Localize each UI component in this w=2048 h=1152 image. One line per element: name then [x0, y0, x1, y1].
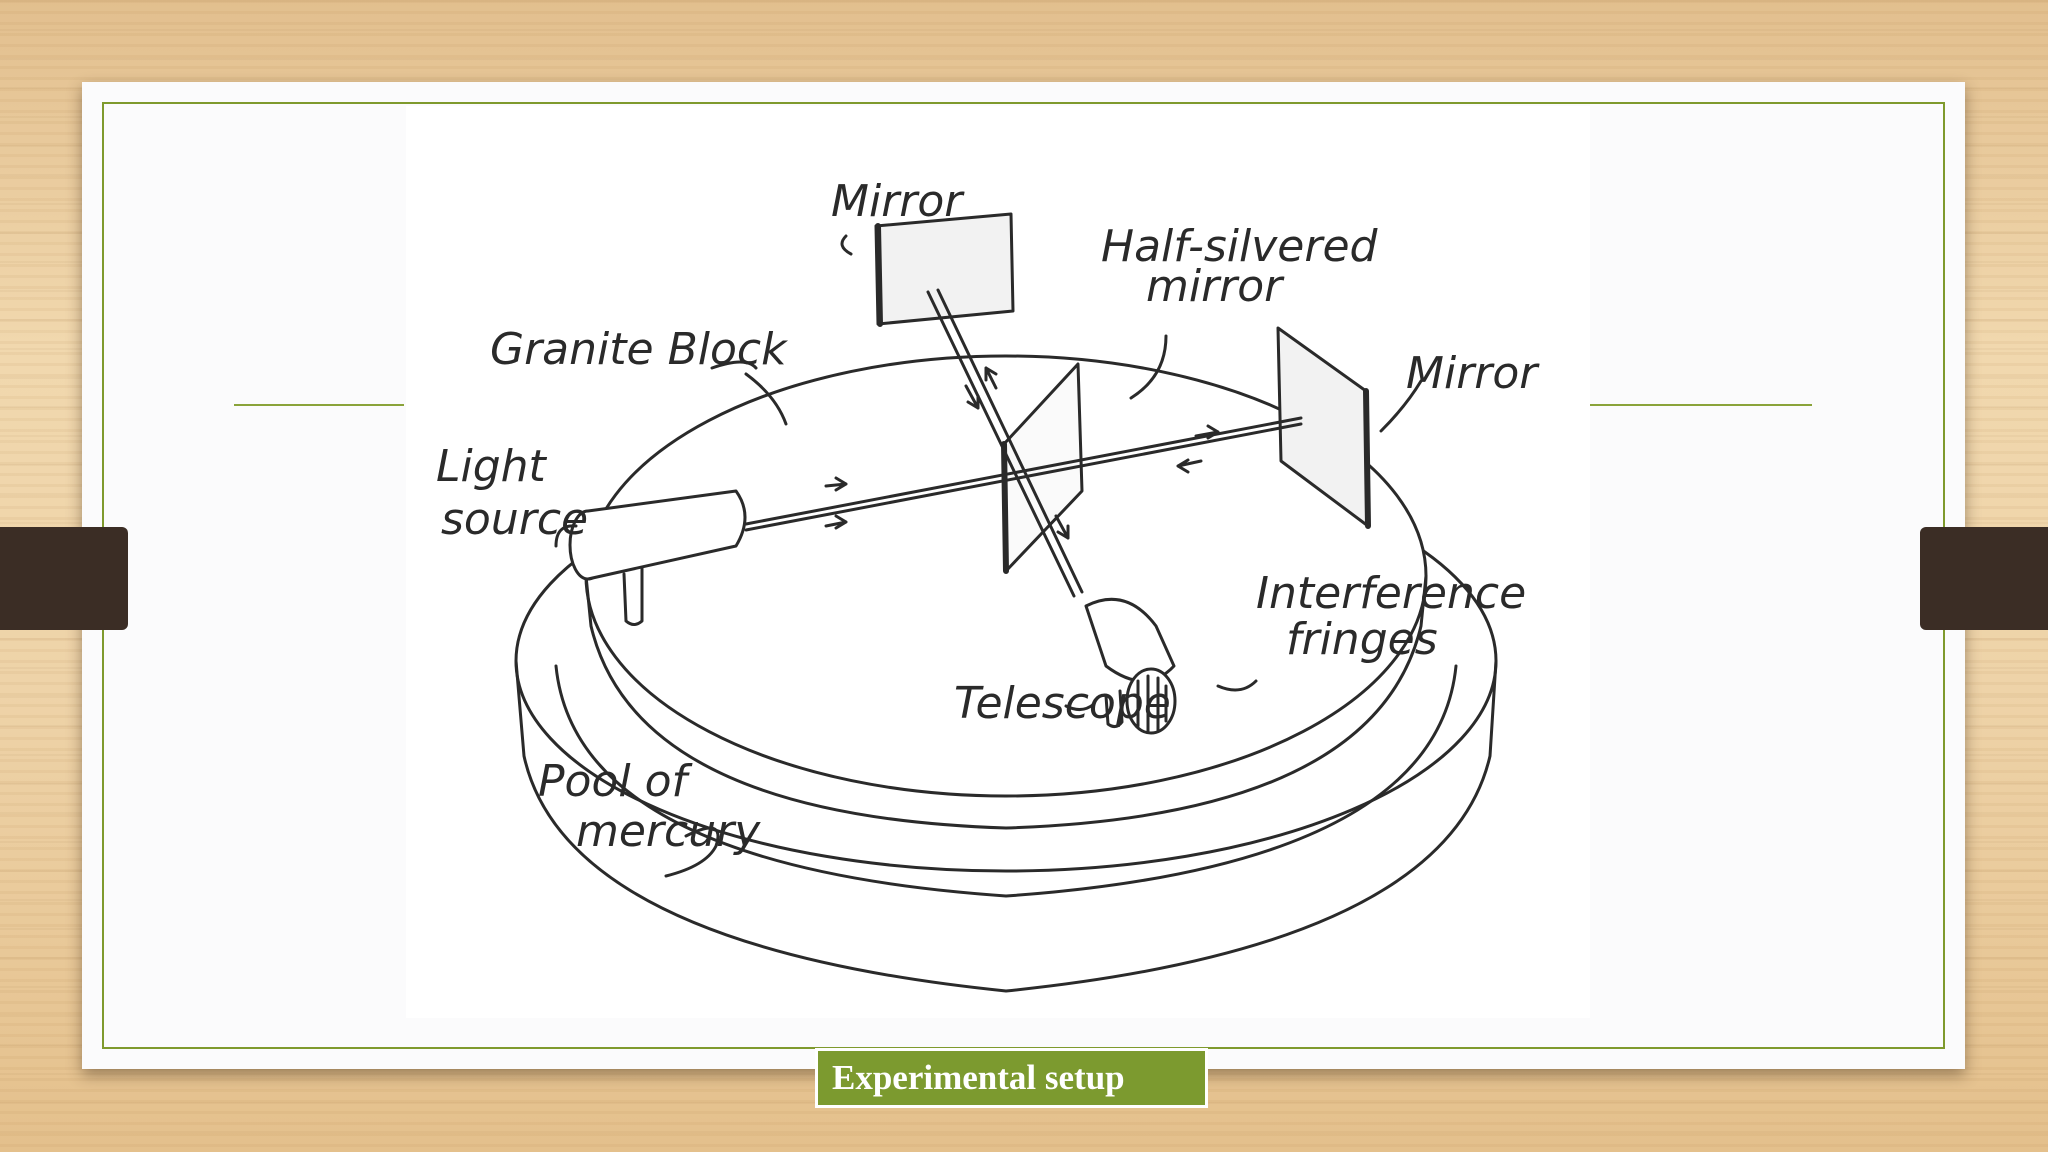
label-mercury: mercury: [576, 806, 761, 857]
caption-box: Experimental setup: [815, 1048, 1208, 1108]
vertical-beam: [926, 290, 1076, 598]
beam-arrow-3: [1194, 424, 1220, 440]
beam-arrow-4: [1176, 458, 1203, 474]
caption-text: Experimental setup: [832, 1058, 1125, 1097]
title-rule-right: [1590, 404, 1812, 406]
beam-arrow-2: [824, 514, 848, 530]
label-light: Light: [436, 441, 548, 492]
granite-block-side: [584, 574, 1428, 830]
leader-light-source: [554, 524, 578, 548]
top-mirror: [874, 212, 1015, 326]
michelson-interferometer-diagram: Mirror Half-silvered mirror Granite Bloc…: [406, 106, 1590, 1018]
label-fringes: fringes: [1286, 614, 1438, 665]
beam-arrow-1: [824, 476, 848, 492]
leader-pool: [664, 826, 720, 878]
right-decorative-tab: [1920, 527, 2048, 630]
label-granite-block: Granite Block: [490, 324, 788, 375]
title-rule-left: [234, 404, 404, 406]
label-interference: Interference: [1256, 568, 1526, 619]
beam-arrow-5: [964, 384, 980, 410]
label-half-silvered-2: mirror: [1146, 261, 1285, 312]
light-source-body: [586, 489, 747, 581]
beam-arrow-7: [1054, 514, 1070, 540]
label-telescope: Telescope: [954, 678, 1171, 729]
label-mirror-top: Mirror: [831, 176, 965, 227]
leader-granite: [710, 360, 788, 426]
label-mirror-right: Mirror: [1406, 348, 1540, 399]
label-source: source: [441, 494, 588, 545]
beam-arrow-6: [984, 366, 998, 390]
leader-half-silvered: [1129, 334, 1168, 400]
leader-mirror-right: [1379, 379, 1423, 433]
leader-telescope: [1064, 702, 1096, 711]
telescope-body: [1084, 597, 1176, 683]
left-decorative-tab: [0, 527, 128, 630]
mercury-pool-inner-rim: [554, 664, 1458, 898]
label-half-silvered-1: Half-silvered: [1101, 221, 1379, 272]
label-pool-of: Pool of: [538, 756, 694, 807]
light-source-stand: [622, 566, 644, 626]
leader-mirror-top: [840, 234, 853, 256]
mercury-pool-front-wall: [514, 659, 1498, 993]
leader-interference: [1216, 679, 1258, 692]
